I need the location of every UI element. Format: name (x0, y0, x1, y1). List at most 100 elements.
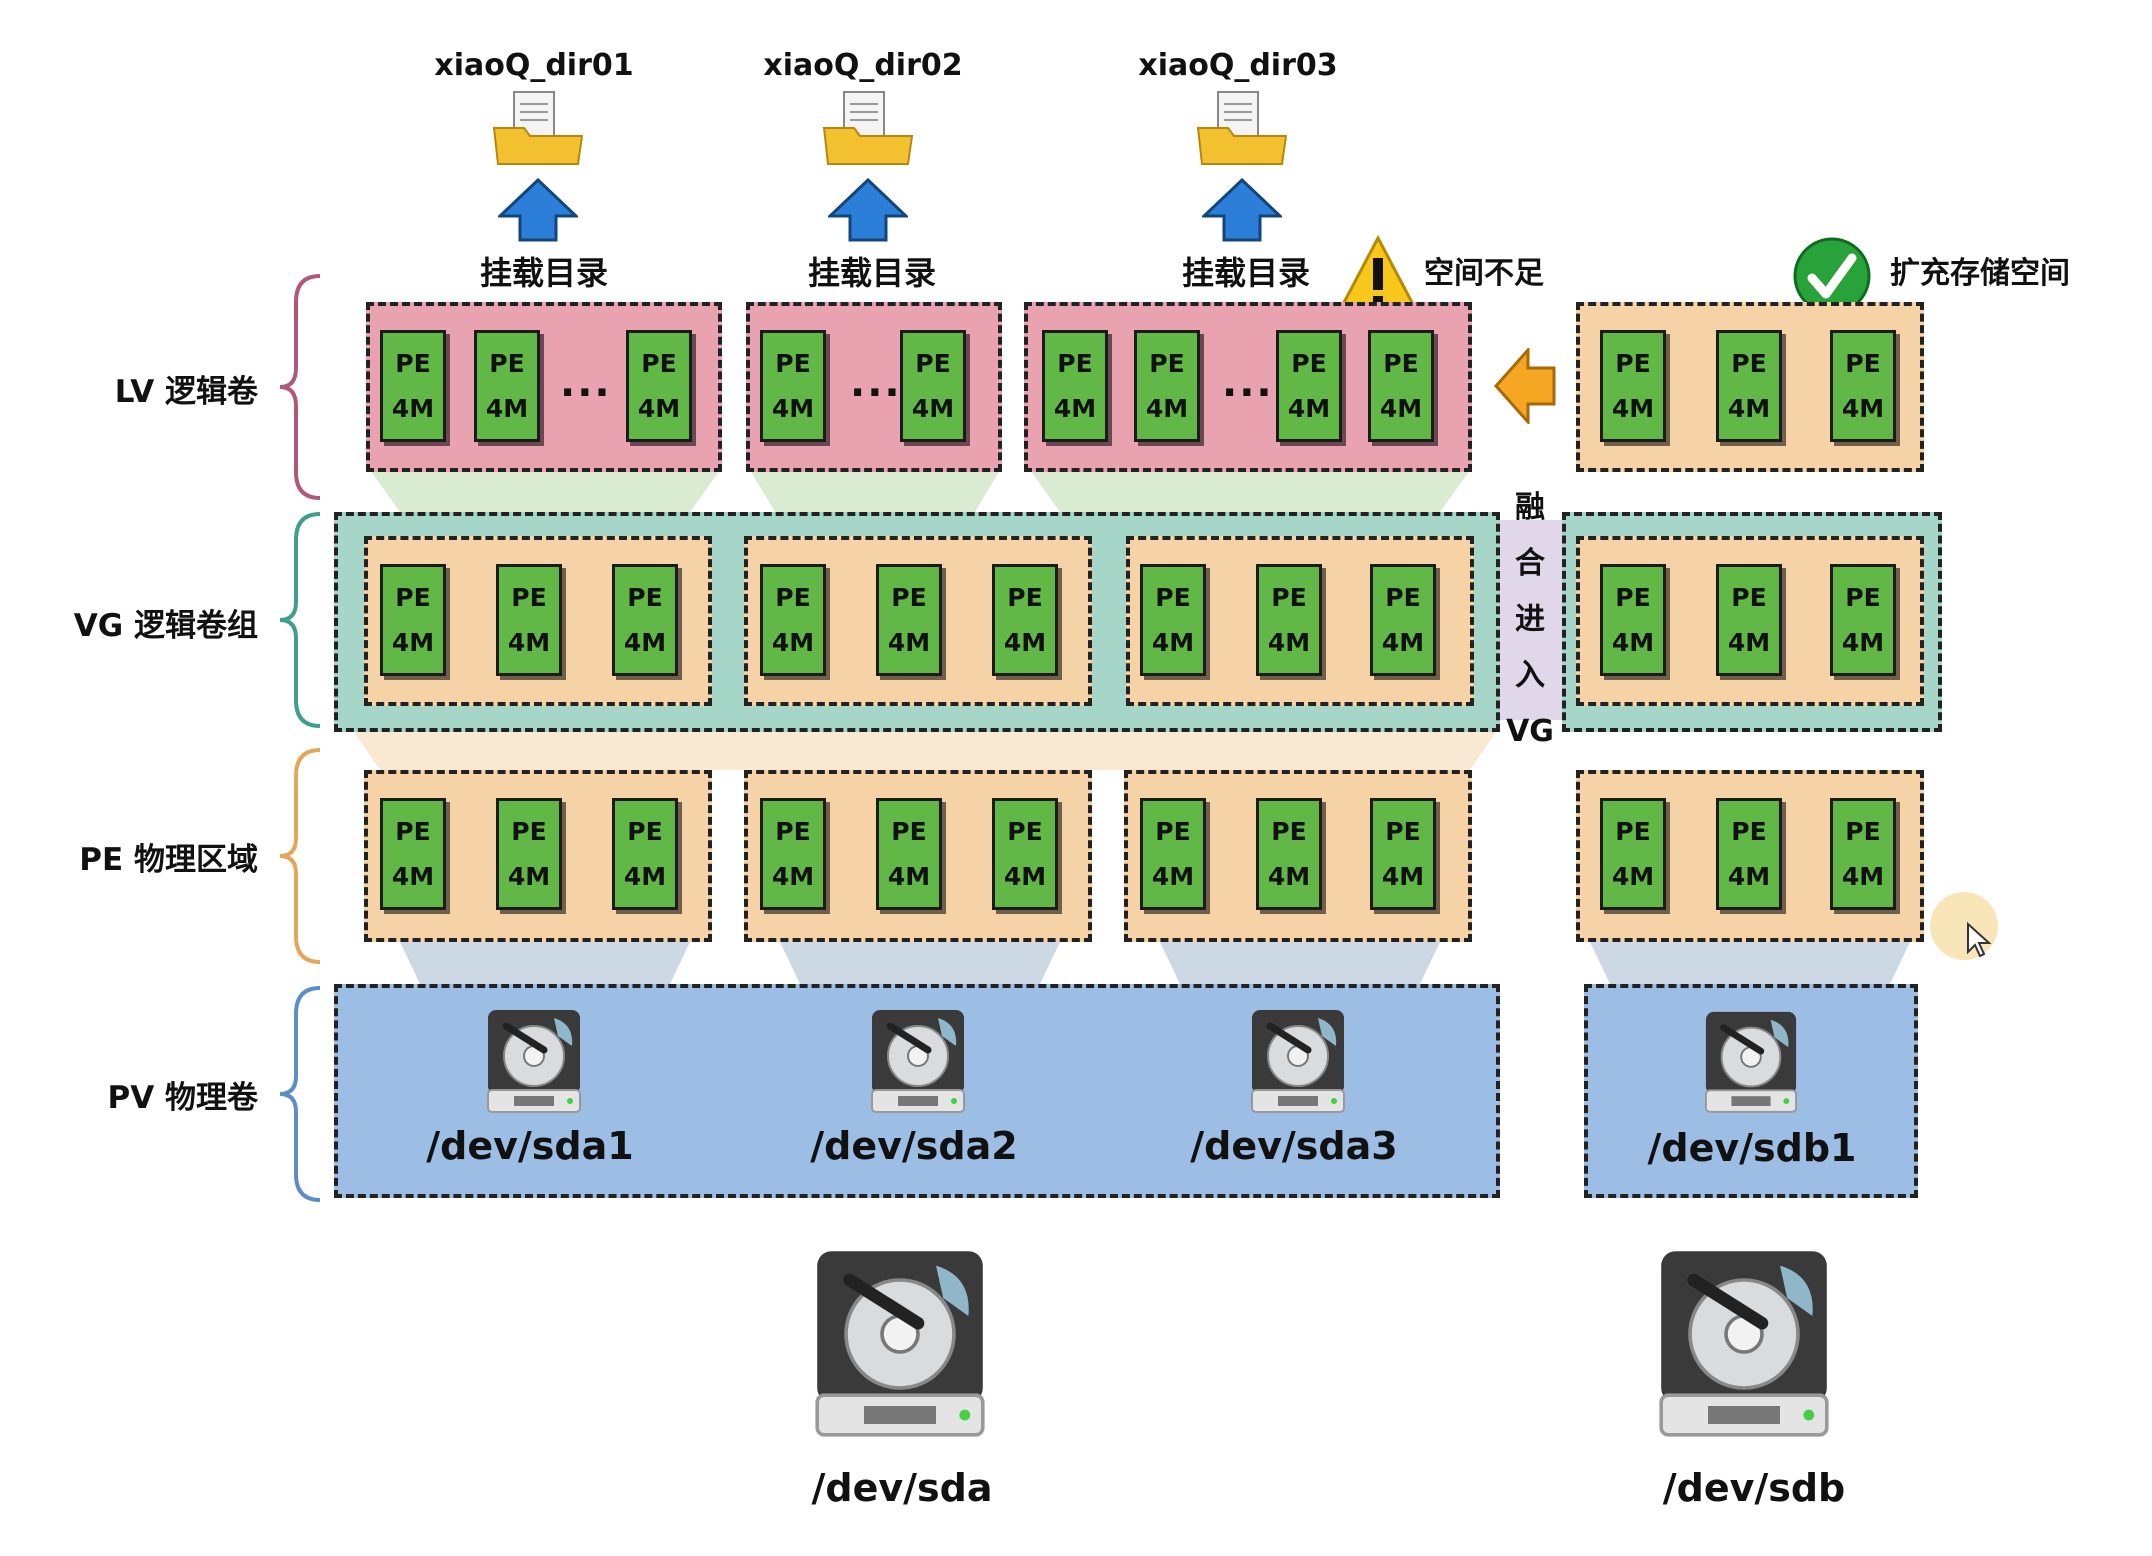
pe-block-size: 4M (1727, 394, 1771, 423)
hard-drive-icon (1251, 1010, 1345, 1113)
dir-label-3: xiaoQ_dir03 (1138, 48, 1338, 83)
pe-block-size: 4M (887, 862, 931, 891)
pe-block-label: PE (1845, 583, 1881, 612)
hard-drive-icon (1659, 1251, 1829, 1437)
pe-block-label: PE (627, 817, 663, 846)
pe-block-size: 4M (637, 394, 681, 423)
pe-block: PE 4M (1600, 798, 1666, 910)
pe-block-label: PE (395, 349, 431, 378)
pe-block-label: PE (1385, 817, 1421, 846)
folder-icon (822, 91, 914, 165)
pe-block-size: 4M (1003, 862, 1047, 891)
pe-block-size: 4M (1287, 394, 1331, 423)
pe-block: PE 4M (1830, 798, 1896, 910)
pe-block: PE 4M (380, 330, 446, 442)
pe-block-size: 4M (1151, 628, 1195, 657)
pe-block-label: PE (1731, 349, 1767, 378)
pe-block-label: PE (775, 583, 811, 612)
pe-block-label: PE (1291, 349, 1327, 378)
pe-block-size: 4M (391, 394, 435, 423)
pe-block-size: 4M (1727, 628, 1771, 657)
pe-block-size: 4M (771, 628, 815, 657)
pe-block-size: 4M (391, 628, 435, 657)
pe-block-size: 4M (1145, 394, 1189, 423)
pe-block-size: 4M (1381, 628, 1425, 657)
partition-label-sdb1: /dev/sdb1 (1647, 1126, 1857, 1170)
row-label-pe: PE 物理区域 (79, 842, 258, 878)
pe-block-label: PE (1731, 817, 1767, 846)
pe-block-size: 4M (1267, 628, 1311, 657)
brace-pv (279, 986, 321, 1202)
pe-block-size: 4M (1381, 862, 1425, 891)
row-label-vg: VG 逻辑卷组 (73, 608, 258, 644)
pe-block-label: PE (511, 583, 547, 612)
pe-block-label: PE (1615, 817, 1651, 846)
pe-block-label: PE (641, 349, 677, 378)
pe-block-label: PE (1731, 583, 1767, 612)
folder-icon (1196, 91, 1288, 165)
pe-block-size: 4M (1151, 862, 1195, 891)
pe-block-label: PE (775, 817, 811, 846)
merge-char: 融 (1515, 490, 1545, 525)
pe-block-label: PE (1615, 583, 1651, 612)
pe-block-label: PE (627, 583, 663, 612)
pe-block-size: 4M (1611, 394, 1655, 423)
partition-label-sda2: /dev/sda2 (810, 1124, 1018, 1168)
pe-block: PE 4M (380, 798, 446, 910)
pe-block-label: PE (1057, 349, 1093, 378)
pe-block-size: 4M (623, 862, 667, 891)
pe-block-size: 4M (391, 862, 435, 891)
brace-lv (279, 274, 321, 500)
pe-block-size: 4M (507, 862, 551, 891)
pe-block-size: 4M (1611, 862, 1655, 891)
dir-label-1: xiaoQ_dir01 (434, 48, 634, 83)
pe-block-size: 4M (1267, 862, 1311, 891)
pe-block: PE 4M (1370, 798, 1436, 910)
ellipsis: ··· (850, 370, 902, 416)
merge-char: 合 (1515, 546, 1545, 581)
brace-vg (279, 512, 321, 728)
pe-block-label: PE (915, 349, 951, 378)
pe-block-label: PE (1155, 583, 1191, 612)
pe-block: PE 4M (1716, 330, 1782, 442)
pe-block-label: PE (511, 817, 547, 846)
disk-label-sdb: /dev/sdb (1662, 1466, 1846, 1510)
pe-block-label: PE (489, 349, 525, 378)
pe-block: PE 4M (612, 564, 678, 676)
pe-block-size: 4M (623, 628, 667, 657)
ellipsis: ··· (560, 370, 612, 416)
pe-block-size: 4M (887, 628, 931, 657)
merge-char: 入 (1515, 658, 1545, 693)
pe-block-label: PE (1845, 817, 1881, 846)
merge-char: 进 (1515, 602, 1545, 637)
pe-block-size: 4M (1053, 394, 1097, 423)
pe-block-label: PE (395, 817, 431, 846)
extend-text: 扩充存储空间 (1890, 256, 2070, 291)
pe-block: PE 4M (760, 564, 826, 676)
warning-text: 空间不足 (1424, 256, 1544, 291)
dir-label-2: xiaoQ_dir02 (763, 48, 963, 83)
partition-label-sda1: /dev/sda1 (426, 1124, 634, 1168)
pe-block-size: 4M (1841, 394, 1885, 423)
pe-block-size: 4M (1841, 862, 1885, 891)
merge-char: VG (1506, 714, 1554, 749)
pe-block: PE 4M (876, 798, 942, 910)
pe-block-label: PE (1383, 349, 1419, 378)
folder-icon (492, 91, 584, 165)
up-arrow-icon (828, 178, 908, 242)
pe-block-size: 4M (1003, 628, 1047, 657)
pe-block: PE 4M (496, 798, 562, 910)
pe-block-label: PE (891, 817, 927, 846)
